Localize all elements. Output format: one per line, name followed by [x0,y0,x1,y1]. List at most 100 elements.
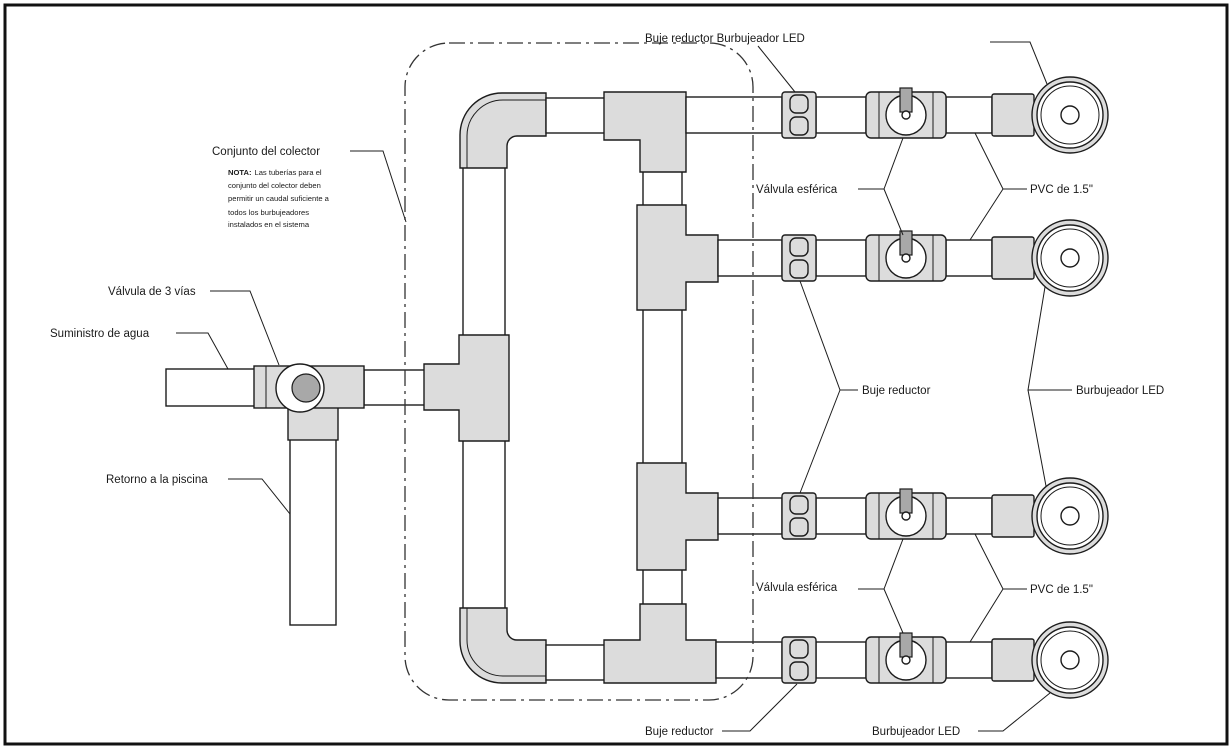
note-line-1-text: Las tuberías para el [254,168,321,177]
led-bubbler [1031,219,1109,297]
bottom-tee-fitting [603,603,717,684]
branch-pipe [685,96,783,134]
leader-bubbler-middle [1027,286,1072,487]
pool-return-pipe [289,437,337,626]
bubbler-inner-ring [1040,228,1100,288]
inlet-tee-fitting [423,334,510,442]
branch-pipe [815,497,867,535]
ball-valve-handle [899,488,913,514]
bottom-elbow-fitting [459,607,547,684]
branch-2 [717,219,1109,297]
manifold-right-leg [545,91,719,684]
label-pool-return: Retorno a la piscina [106,474,208,486]
branch-pipe [717,497,783,535]
bushing-lobe [789,639,809,659]
callout-labels: Buje reductor Burbujeador LED Conjunto d… [50,33,1164,738]
left-upper-pipe [462,164,506,338]
note-line-5: instalados en el sistema [228,220,310,229]
top-horizontal-pipe [545,97,607,134]
reducer-bushing [781,636,817,684]
bubbler-nozzle [1060,506,1080,526]
branch-4 [715,621,1109,699]
label-ball-valve-top: Válvula esférica [756,184,838,196]
bubbler-coupling [991,494,1035,538]
ball-valve-stem [901,511,911,521]
leader-ball-valve-bottom [858,538,904,634]
manifold-feed-pipe [363,369,427,406]
leader-top-bubbler [990,41,1048,85]
ball-valve-stem [901,655,911,665]
label-bushing-middle: Buje reductor [862,385,931,397]
label-pvc-top: PVC de 1.5" [1030,184,1093,196]
leader-ball-valve-top [858,137,904,236]
label-three-way-valve: Válvula de 3 vías [108,286,196,298]
bubbler-coupling [991,638,1035,682]
drawing-frame [3,3,1229,746]
ball-valve-handle [899,87,913,113]
ball-valve [865,632,947,684]
label-bubbler-middle: Burbujeador LED [1076,385,1164,397]
ball-valve-handle [899,230,913,256]
bottom-elbow-edge [466,608,546,677]
branch-2-tee-fitting [636,204,719,311]
pvc-pipe [945,641,993,679]
branch-pipe [717,239,783,277]
bubbler-coupling [991,236,1035,280]
led-bubbler [1031,477,1109,555]
pvc-pipe [945,96,993,134]
branch-3 [717,477,1109,555]
supply-section [165,363,427,626]
bushing-lobe [789,661,809,681]
led-bubbler [1031,621,1109,699]
bushing-lobe [789,237,809,257]
reducer-bushing [781,91,817,139]
leader-top-bushing [757,45,796,93]
label-ball-valve-bottom: Válvula esférica [756,582,838,594]
bushing-lobe [789,517,809,537]
right-pipe-segment-3 [642,567,683,607]
ball-valve [865,488,947,540]
branch-1 [685,76,1109,154]
label-manifold-assembly: Conjunto del colector [212,146,320,158]
leader-three-way-valve [210,290,280,366]
leader-pvc-bottom [969,533,1027,643]
reducer-bushing [781,492,817,540]
bubbler-nozzle [1060,248,1080,268]
three-way-valve [253,363,365,441]
bubbler-inner-ring [1040,630,1100,690]
right-pipe-segment-1 [642,169,683,208]
leader-bushing-middle [799,280,858,494]
top-elbow-fitting [459,92,547,169]
bushing-lobe [789,94,809,114]
pvc-pipe [945,497,993,535]
manifold-left-leg [423,92,547,684]
bottom-horizontal-pipe [545,644,607,681]
note-heading: NOTA: [228,168,251,177]
branch-3-tee-fitting [636,462,719,571]
bubbler-nozzle [1060,105,1080,125]
pvc-pipe [945,239,993,277]
ball-valve-stem [901,110,911,120]
ball-valve [865,230,947,282]
top-tee-fitting [603,91,687,173]
label-water-supply: Suministro de agua [50,328,150,340]
note-line-1: NOTA:Las tuberías para el [228,168,322,177]
top-elbow-edge [466,99,546,168]
note-line-3: permitir un caudal suficiente a [228,194,330,203]
right-pipe-segment-2 [642,307,683,466]
valve-handle [291,373,321,403]
branch-pipe [815,96,867,134]
branch-pipe [715,641,783,679]
manifold-assembly-boundary [404,42,754,701]
leader-pvc-top [969,132,1027,241]
label-bushing-bottom: Buje reductor [645,726,714,738]
bushing-lobe [789,116,809,136]
bubbler-inner-ring [1040,85,1100,145]
leader-bushing-bottom [722,683,798,732]
note-line-4: todos los burbujeadores [228,208,309,217]
label-bubbler-bottom: Burbujeador LED [872,726,960,738]
label-pvc-bottom: PVC de 1.5" [1030,584,1093,596]
ball-valve-handle [899,632,913,658]
bushing-lobe [789,259,809,279]
